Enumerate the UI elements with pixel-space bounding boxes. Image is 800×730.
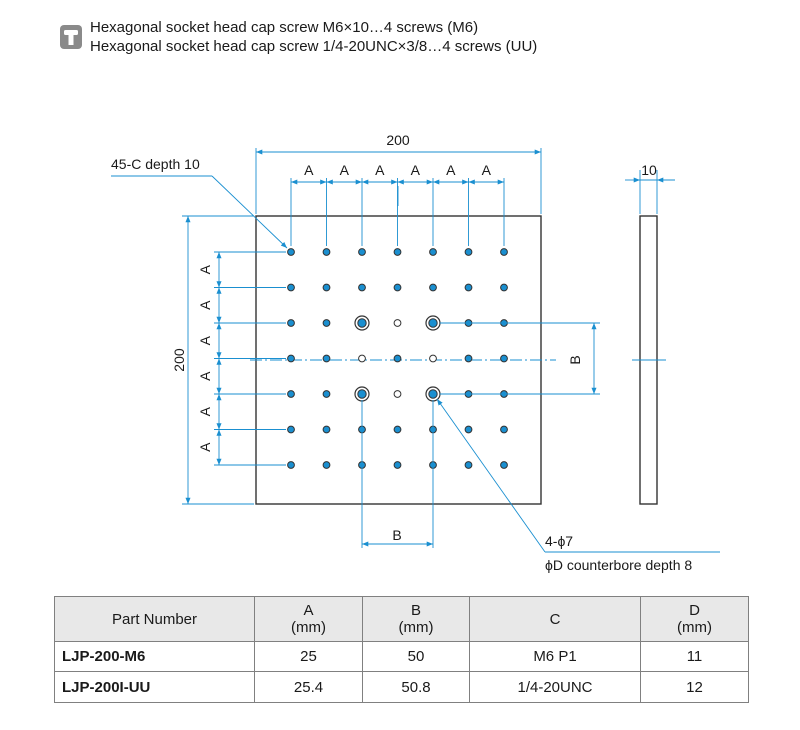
tapped-hole xyxy=(393,390,402,398)
tapped-hole xyxy=(429,283,437,292)
spec-table: Part Number A(mm) B(mm) C D(mm) LJP-200-… xyxy=(54,596,749,703)
b-cell: 50 xyxy=(362,641,470,672)
pitch-a-label: A xyxy=(197,335,213,345)
top-width-label: 200 xyxy=(386,132,410,148)
thickness-label: 10 xyxy=(641,162,657,178)
tapped-hole xyxy=(464,461,473,469)
tapped-hole xyxy=(500,354,508,363)
tapped-hole xyxy=(322,425,331,434)
pitch-a-label: A xyxy=(482,162,492,178)
tapped-hole xyxy=(287,319,295,327)
tapped-hole xyxy=(322,390,331,398)
a-cell: 25 xyxy=(254,641,363,672)
hole-note-counterbore: ϕD counterbore depth 8 xyxy=(545,557,692,573)
screw-line-m6: Hexagonal socket head cap screw M6×10…4 … xyxy=(90,19,479,36)
hole-note-count: 4-ϕ7 xyxy=(545,533,573,549)
d-cell: 11 xyxy=(640,641,749,672)
header-part-number: Part Number xyxy=(54,596,255,642)
tapped-hole xyxy=(500,461,508,469)
counterbore-hole xyxy=(354,315,370,331)
dimension-lines xyxy=(111,148,720,553)
tapped-hole xyxy=(393,461,402,469)
table-header-row: Part Number A(mm) B(mm) C D(mm) xyxy=(54,596,749,642)
a-cell: 25.4 xyxy=(254,671,363,703)
height-label: 200 xyxy=(171,348,187,372)
technical-drawing: 200 10 200 45-C depth 10 4-ϕ7 ϕD counter… xyxy=(111,132,720,573)
spec-table-wrapper: Part Number A(mm) B(mm) C D(mm) LJP-200-… xyxy=(54,596,749,703)
tapped-hole xyxy=(464,425,473,434)
pitch-a-label: A xyxy=(446,162,456,178)
tapped-hole xyxy=(322,319,331,327)
tapped-hole xyxy=(429,248,437,256)
tapped-hole xyxy=(322,283,331,292)
pitch-a-label: A xyxy=(375,162,385,178)
tapped-hole xyxy=(322,461,331,469)
c-cell: M6 P1 xyxy=(469,641,641,672)
tapped-hole xyxy=(393,425,402,434)
screw-line-uu: Hexagonal socket head cap screw 1/4-20UN… xyxy=(90,38,538,55)
pitch-a-label: A xyxy=(197,406,213,416)
tapped-hole xyxy=(287,425,295,434)
tapped-hole xyxy=(358,248,366,256)
tapped-hole-grid xyxy=(287,248,508,469)
tapped-hole xyxy=(500,425,508,434)
leader-line xyxy=(211,175,288,249)
pitch-a-label: A xyxy=(411,162,421,178)
tapped-hole xyxy=(287,354,295,363)
tapped-hole xyxy=(358,354,366,363)
pitch-a-label: A xyxy=(340,162,350,178)
pitch-a-label: A xyxy=(197,300,213,310)
d-cell: 12 xyxy=(640,671,749,703)
tapped-hole xyxy=(287,390,295,398)
tapped-hole xyxy=(322,354,331,363)
part-number-cell: LJP-200-M6 xyxy=(54,641,255,672)
counterbore-hole xyxy=(425,315,441,331)
tapped-hole xyxy=(464,248,473,256)
header-a: A(mm) xyxy=(254,596,363,642)
tapped-hole xyxy=(287,461,295,469)
tapped-hole xyxy=(358,283,366,292)
pitch-a-label: A xyxy=(197,264,213,274)
tapped-hole xyxy=(287,283,295,292)
screw-info-header: Hexagonal socket head cap screw M6×10…4 … xyxy=(60,16,780,60)
b-cell: 50.8 xyxy=(362,671,470,703)
pitch-a-label: A xyxy=(197,371,213,381)
c-cell: 1/4-20UNC xyxy=(469,671,641,703)
pitch-a-label: A xyxy=(304,162,314,178)
counterbore-hole xyxy=(354,386,370,402)
screw-icon xyxy=(60,25,82,49)
tapped-hole xyxy=(393,283,402,292)
tapped-hole xyxy=(500,248,508,256)
part-number-cell: LJP-200I-UU xyxy=(54,671,255,703)
tapped-hole xyxy=(393,354,402,363)
tapped-hole xyxy=(393,319,402,327)
table-row: LJP-200I-UU 25.4 50.8 1/4-20UNC 12 xyxy=(54,671,749,703)
header-c: C xyxy=(469,596,641,642)
chamfer-note: 45-C depth 10 xyxy=(111,156,200,172)
tapped-hole xyxy=(322,248,331,256)
leader-line xyxy=(436,398,546,553)
spacing-b-bottom-label: B xyxy=(392,527,401,543)
header-b: B(mm) xyxy=(362,596,470,642)
table-row: LJP-200-M6 25 50 M6 P1 11 xyxy=(54,641,749,672)
tapped-hole xyxy=(429,354,437,363)
spacing-b-right-label: B xyxy=(567,355,583,364)
tapped-hole xyxy=(464,354,473,363)
tapped-hole xyxy=(393,248,402,256)
tapped-hole xyxy=(287,248,295,256)
tapped-hole xyxy=(464,283,473,292)
pitch-a-label: A xyxy=(197,442,213,452)
tapped-hole xyxy=(500,283,508,292)
counterbore-hole xyxy=(425,386,441,402)
header-d: D(mm) xyxy=(640,596,749,642)
